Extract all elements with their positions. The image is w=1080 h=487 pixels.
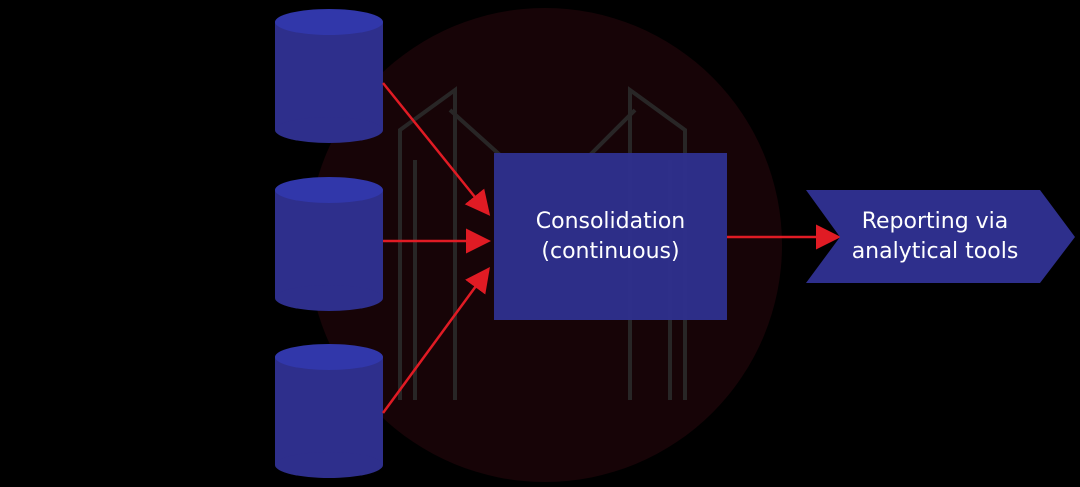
- database-cylinder-3: [275, 344, 383, 478]
- database-cylinder-2: [275, 177, 383, 311]
- consolidation-label: Consolidation (continuous): [494, 153, 727, 320]
- reporting-line-1: Reporting via: [861, 208, 1009, 234]
- consolidation-subtitle: (continuous): [541, 238, 680, 264]
- consolidation-title: Consolidation: [535, 208, 686, 234]
- arrow-db1-to-consolidation: [382, 82, 491, 216]
- reporting-line-2: analytical tools: [851, 238, 1019, 264]
- database-cylinder-1: [275, 9, 383, 143]
- reporting-chevron: [806, 190, 1075, 283]
- arrow-db3-to-consolidation: [381, 266, 490, 414]
- reporting-label: Reporting via analytical tools: [830, 190, 1040, 283]
- consolidation-box: [494, 153, 727, 320]
